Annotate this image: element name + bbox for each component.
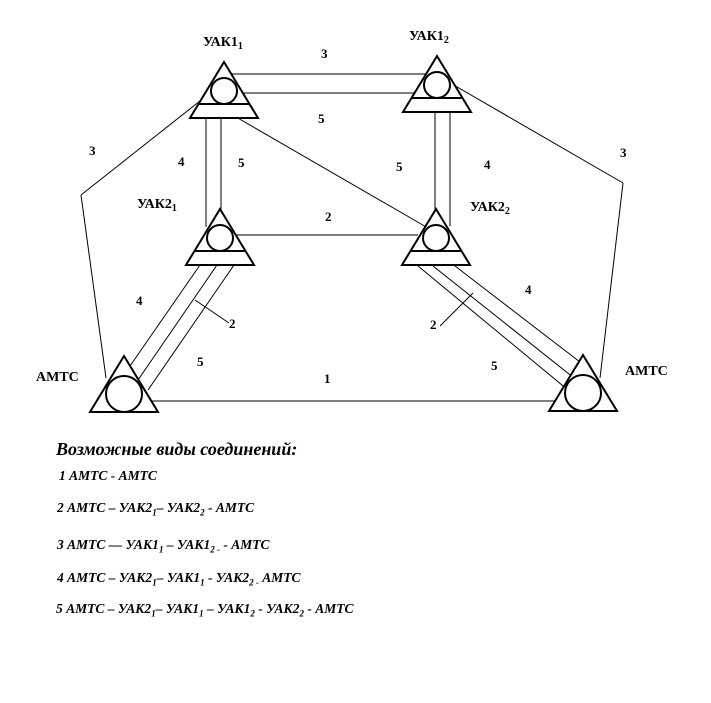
node-amts-left-symbol: [88, 354, 160, 413]
label-uak1-2: УАК12: [409, 29, 449, 46]
edge-label-lower-right-5: 5: [491, 358, 498, 373]
leader-lower-left-2: [194, 299, 230, 324]
leader-lower-right-2: [439, 292, 474, 327]
edge-lower-right-5: [417, 265, 569, 391]
edge-label-right-outer-3: 3: [620, 145, 627, 160]
label-amts-left: АМТС: [36, 370, 79, 385]
edge-label-top-3: 3: [321, 46, 328, 61]
edge-left-outer-b: [80, 194, 107, 379]
edge-lower-left-5: [147, 264, 235, 391]
node-uak1-1-symbol: [188, 60, 260, 119]
edge-lower-right-2: [432, 265, 575, 379]
edge-label-left-outer-3: 3: [89, 143, 96, 158]
node-amts-right-symbol: [547, 353, 619, 412]
edge-label-left-vert-5: 5: [238, 155, 245, 170]
edge-label-lower-right-2: 2: [430, 317, 437, 332]
edge-label-left-vert-4: 4: [178, 154, 185, 169]
label-uak2-2: УАК22: [470, 200, 510, 217]
node-uak2-2-symbol: [400, 207, 472, 266]
label-uak1-1: УАК11: [203, 35, 243, 52]
edge-label-lower-right-4: 4: [525, 282, 532, 297]
edge-label-lower-left-4: 4: [136, 293, 143, 308]
edge-label-middle-2: 2: [325, 209, 332, 224]
edge-lower-left-2: [137, 264, 218, 381]
edge-label-right-vert-4: 4: [484, 157, 491, 172]
edge-label-lower-left-2: 2: [229, 316, 236, 331]
edge-right-outer-a: [451, 83, 624, 184]
node-uak2-1-symbol: [184, 207, 256, 266]
node-uak1-2-symbol: [401, 54, 473, 113]
connection-lines: [80, 73, 624, 402]
label-uak2-1: УАК21: [137, 197, 177, 214]
edge-label-right-vert-5: 5: [396, 159, 403, 174]
edge-lower-right-4: [454, 265, 581, 363]
edge-diag-5: [235, 116, 429, 229]
edge-label-bottom-1: 1: [324, 371, 331, 386]
nodes: [88, 54, 619, 413]
edge-left-outer-a: [80, 96, 206, 196]
label-amts-right: АМТС: [625, 364, 668, 379]
edge-right-outer-b: [599, 182, 624, 379]
edge-label-top-inner-5: 5: [318, 111, 325, 126]
edge-lower-left-4: [129, 264, 201, 367]
edge-label-lower-left-5: 5: [197, 354, 204, 369]
